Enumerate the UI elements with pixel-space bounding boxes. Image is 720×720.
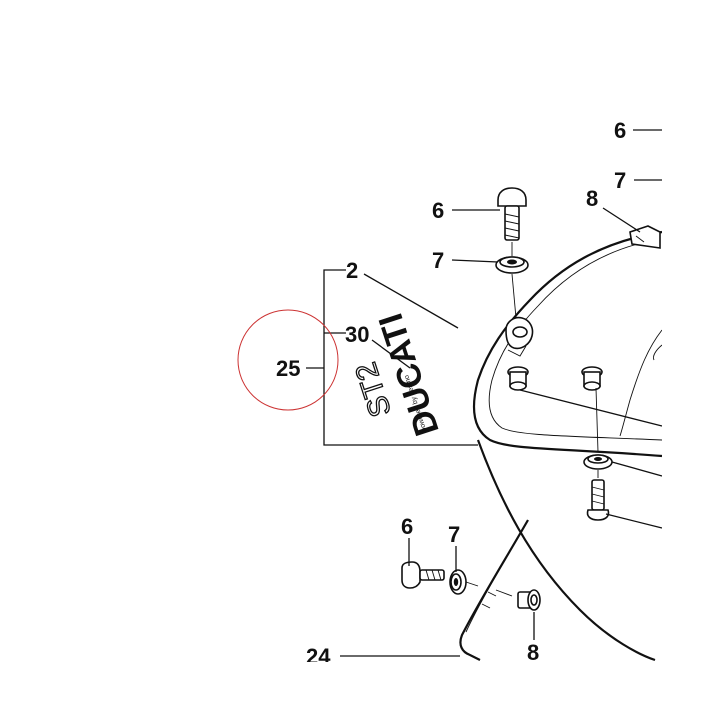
callout-30: 30	[345, 322, 369, 347]
callout-6-screw: 6	[432, 198, 444, 223]
hardware-grommet-left	[507, 366, 529, 391]
callout-6-top: 6	[614, 118, 626, 143]
callout-2: 2	[346, 258, 358, 283]
callout-6-bottom: 6	[401, 514, 413, 539]
hardware-top-washer	[495, 256, 529, 274]
leader-lines	[340, 129, 663, 657]
callout-8-bottom: 8	[527, 640, 539, 665]
assembly-axis	[495, 589, 513, 597]
callout-7-bottom: 7	[448, 522, 460, 547]
group-bracket	[306, 269, 478, 446]
assembly-axis	[595, 387, 599, 453]
callout-labels: 6 7 8 6 7 2 30 25 6 7 8 24	[276, 118, 626, 669]
hardware-grommet-right	[581, 366, 603, 391]
hardware-bottom-screw	[401, 561, 445, 589]
callout-7-washer: 7	[432, 248, 444, 273]
hardware-bottom-washer	[449, 569, 467, 595]
hardware-top-screw	[497, 187, 527, 241]
callout-25: 25	[276, 356, 300, 381]
callout-8-top: 8	[586, 186, 598, 211]
highlight-circle	[237, 309, 339, 411]
crop-mask-right	[662, 0, 720, 720]
crop-mask-bottom	[0, 662, 720, 720]
hardware-right-screw	[586, 479, 610, 521]
callout-7-top: 7	[614, 168, 626, 193]
assembly-axis	[511, 273, 517, 319]
fairing-shell	[459, 225, 663, 662]
hardware-bottom-grommet	[517, 589, 541, 611]
hardware-right-washer	[583, 454, 613, 470]
assembly-axis	[465, 581, 479, 587]
